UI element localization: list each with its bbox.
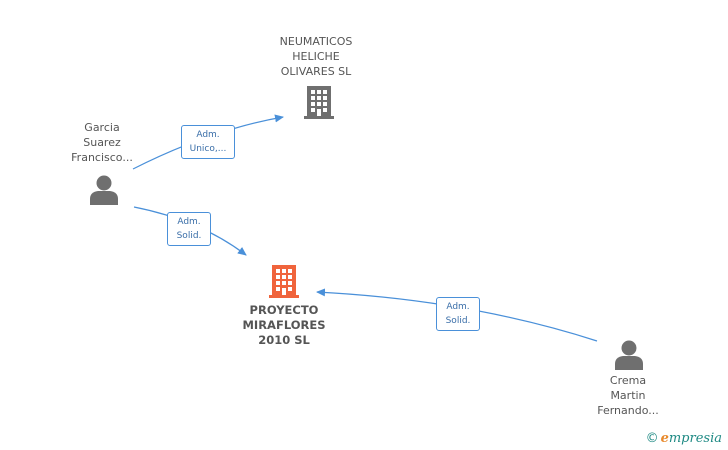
building-icon[interactable]: [269, 263, 299, 299]
company-label-line: NEUMATICOS: [279, 35, 353, 48]
person-label-line: Garcia: [84, 121, 120, 134]
logo-wordmark: mpresia: [668, 431, 722, 446]
edge-label-line: Adm.: [446, 302, 470, 312]
company-label-proyecto[interactable]: PROYECTO MIRAFLORES 2010 SL: [229, 303, 339, 348]
company-label-line: MIRAFLORES: [242, 318, 326, 332]
edge-label-line: Adm.: [196, 130, 220, 140]
person-label-line: Francisco...: [71, 151, 133, 164]
person-label-line: Suarez: [83, 136, 121, 149]
edge-label-line: Solid.: [445, 316, 471, 326]
edge-label-crema-proyecto[interactable]: Adm. Solid.: [436, 297, 480, 331]
person-label-garcia[interactable]: Garcia Suarez Francisco...: [56, 120, 148, 165]
edge-label-line: Unico,...: [189, 144, 227, 154]
company-label-line: OLIVARES SL: [280, 65, 352, 78]
edge-label-garcia-neumaticos[interactable]: Adm. Unico,...: [181, 125, 235, 159]
person-label-line: Fernando...: [597, 404, 659, 417]
person-label-crema[interactable]: Crema Martin Fernando...: [580, 373, 676, 418]
company-label-line: 2010 SL: [258, 333, 310, 347]
copyright-symbol: ©: [645, 431, 659, 446]
edge-label-line: Adm.: [177, 217, 201, 227]
person-label-line: Martin: [610, 389, 646, 402]
empresia-logo: ©empresia: [646, 431, 722, 446]
company-label-line: HELICHE: [292, 50, 340, 63]
logo-e-mark: e: [660, 431, 669, 446]
person-icon[interactable]: [89, 174, 119, 206]
company-label-neumaticos[interactable]: NEUMATICOS HELICHE OLIVARES SL: [266, 34, 366, 79]
person-label-line: Crema: [609, 374, 647, 387]
company-label-line: PROYECTO: [249, 303, 319, 317]
edge-label-line: Solid.: [176, 231, 202, 241]
edge-label-garcia-proyecto[interactable]: Adm. Solid.: [167, 212, 211, 246]
person-icon[interactable]: [614, 339, 644, 371]
building-icon[interactable]: [304, 84, 334, 120]
